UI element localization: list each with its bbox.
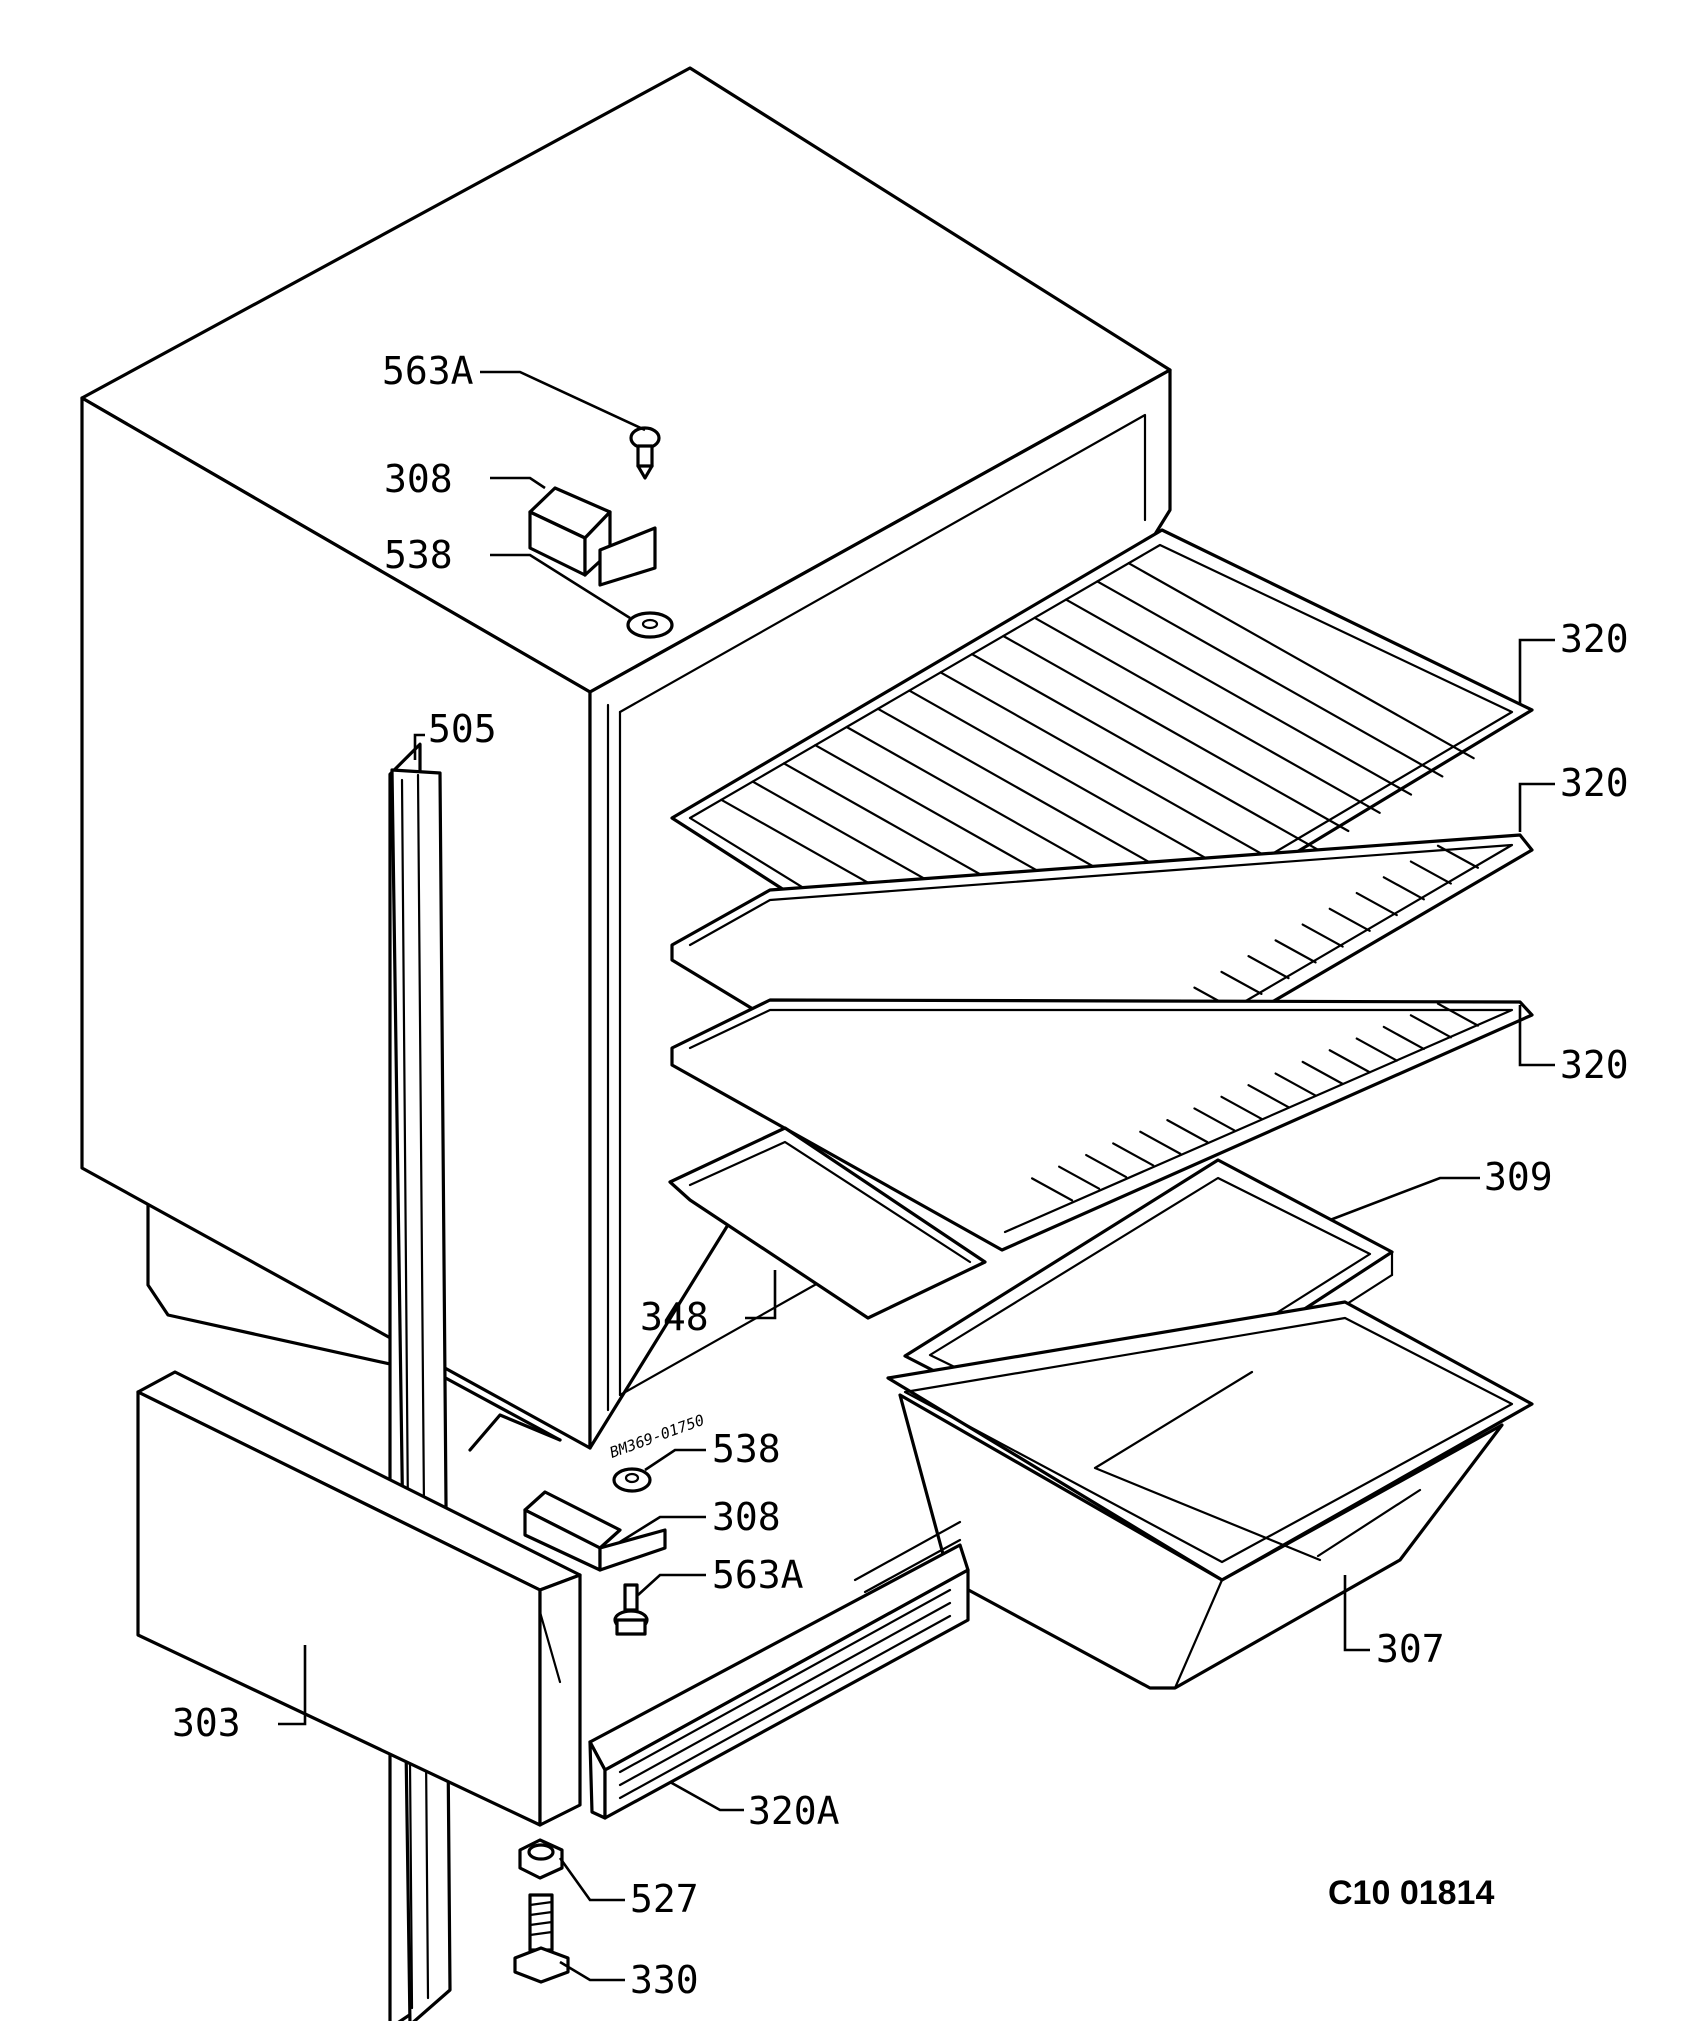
shelf-rib bbox=[1409, 1014, 1452, 1039]
leveling-foot-330 bbox=[513, 1893, 570, 1984]
callout-320-second: 320 bbox=[1560, 761, 1629, 805]
callout-308-top: 308 bbox=[384, 457, 453, 501]
shelf-rib bbox=[1382, 1025, 1425, 1051]
callout-527: 527 bbox=[630, 1877, 699, 1921]
shelf-rib bbox=[1274, 939, 1317, 964]
glass-shelf-348 bbox=[668, 1126, 987, 1320]
callout-320-third: 320 bbox=[1560, 1043, 1629, 1087]
callout-307: 307 bbox=[1376, 1627, 1445, 1671]
shelf-rib bbox=[1274, 1072, 1317, 1097]
screw-563a-top bbox=[629, 426, 661, 480]
drawing-code: C10 01814 bbox=[1328, 1874, 1494, 1912]
shelf-rib bbox=[1030, 1177, 1074, 1202]
callout-505: 505 bbox=[428, 707, 497, 751]
washer-538-top bbox=[626, 611, 674, 639]
shelf-rib bbox=[1301, 1060, 1344, 1085]
shelf-rib bbox=[1127, 562, 1475, 760]
washer-538-bottom bbox=[612, 1467, 652, 1493]
shelf-rib bbox=[1139, 1130, 1182, 1155]
crisper-drawer-307 bbox=[886, 1300, 1534, 1690]
leader-lines bbox=[278, 370, 1555, 1982]
shelf-320-bottom bbox=[670, 998, 1534, 1252]
shelf-rib bbox=[1382, 876, 1425, 901]
hinge-bracket-308-bottom bbox=[523, 1490, 667, 1572]
screw-563a-bottom bbox=[613, 1583, 649, 1636]
model-stamp: BM369-01750 bbox=[607, 1411, 707, 1462]
plinth-303 bbox=[136, 1370, 582, 1827]
shelf-rib bbox=[1085, 1153, 1128, 1179]
shelf-rib bbox=[1193, 1107, 1236, 1132]
shelf-rib bbox=[1033, 616, 1381, 814]
shelf-rib bbox=[1002, 634, 1350, 833]
shelf-rib bbox=[1436, 1002, 1480, 1027]
shelf-rib bbox=[1355, 891, 1398, 917]
shelf-rib bbox=[1112, 1142, 1155, 1167]
shelf-rib bbox=[908, 689, 1256, 887]
shelf-rib bbox=[939, 671, 1287, 869]
callout-330: 330 bbox=[630, 1958, 699, 2002]
shelf-rib bbox=[1328, 1049, 1371, 1074]
hinge-bracket-308-top bbox=[528, 486, 657, 587]
callout-563a-bottom: 563A bbox=[712, 1553, 804, 1597]
shelf-rib bbox=[1220, 970, 1263, 995]
nut-527 bbox=[518, 1838, 564, 1880]
shelf-rib bbox=[1247, 955, 1290, 980]
callout-538-bottom: 538 bbox=[712, 1427, 781, 1471]
shelf-rib bbox=[1166, 1119, 1209, 1144]
callout-348: 348 bbox=[640, 1295, 709, 1339]
shelf-rib bbox=[1247, 1084, 1290, 1109]
shelf-rib bbox=[1301, 923, 1344, 948]
vent-grille-320a bbox=[588, 1520, 970, 1820]
shelf-rib bbox=[1436, 844, 1480, 869]
door-gasket-505 bbox=[388, 742, 452, 2021]
shelf-rib bbox=[1328, 907, 1371, 932]
shelf-rib bbox=[1355, 1037, 1398, 1062]
callout-320-first: 320 bbox=[1560, 617, 1629, 661]
callout-320a: 320A bbox=[748, 1789, 840, 1833]
shelf-rib bbox=[1220, 1095, 1263, 1120]
shelf-rib bbox=[1409, 860, 1452, 885]
shelf-rib bbox=[1096, 580, 1444, 778]
shelf-rib bbox=[1064, 598, 1413, 796]
shelf-rib bbox=[1058, 1165, 1101, 1190]
callout-538-top: 538 bbox=[384, 533, 453, 577]
callout-303: 303 bbox=[172, 1701, 241, 1745]
shelf-rib bbox=[970, 653, 1319, 851]
callout-308-bottom: 308 bbox=[712, 1495, 781, 1539]
callout-309: 309 bbox=[1484, 1155, 1553, 1199]
callout-563a-top: 563A bbox=[382, 349, 474, 393]
